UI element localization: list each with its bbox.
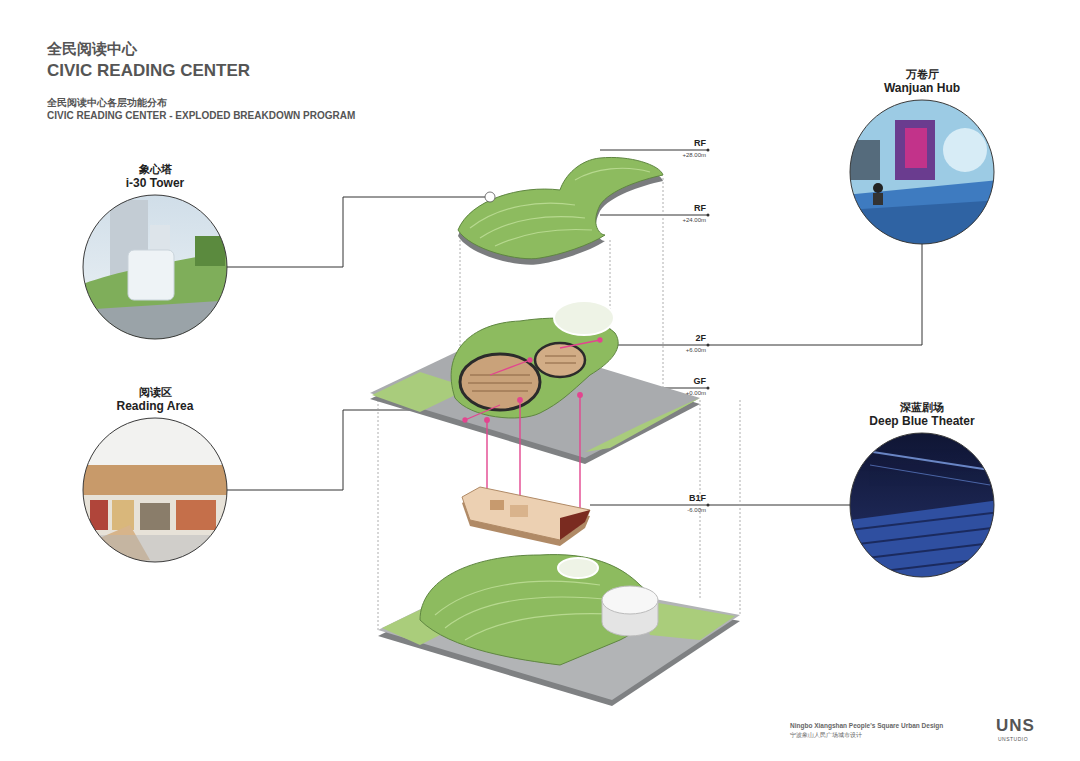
base-level xyxy=(378,555,740,706)
level-name: RF xyxy=(694,203,706,213)
roof-level xyxy=(458,157,663,264)
leader-lines xyxy=(227,150,922,505)
photo-circle: 阅读区Reading Area xyxy=(65,386,245,564)
project-name: 宁波象山人民广场城市设计 xyxy=(790,732,862,739)
circle-border xyxy=(83,418,227,562)
level-elevation: +28.00m xyxy=(682,152,706,159)
reading-area-photo xyxy=(80,415,230,565)
circle-border xyxy=(83,195,227,339)
circle-heading-en: Deep Blue Theater xyxy=(832,414,1012,428)
circle-heading-en: i-30 Tower xyxy=(65,176,245,190)
section-heading: 全民阅读中心各层功能分布 xyxy=(47,97,167,109)
level-name: 2F xyxy=(695,333,706,343)
level-name: B1F xyxy=(689,493,706,503)
section-heading: CIVIC READING CENTER - EXPLODED BREAKDOW… xyxy=(47,110,355,122)
circle-heading-cn: 深蓝剧场 xyxy=(832,401,1012,414)
circle-heading-en: Wanjuan Hub xyxy=(832,81,1012,95)
photo-circle: 深蓝剧场Deep Blue Theater xyxy=(832,401,1012,579)
circle-heading-cn: 万卷厅 xyxy=(832,68,1012,81)
basement-level xyxy=(462,487,590,546)
level-name: RF xyxy=(694,138,706,148)
circle-heading-en: Reading Area xyxy=(65,399,245,413)
logo-subtext: UNSTUDIO xyxy=(998,737,1028,743)
level-elevation: +6.00m xyxy=(686,347,706,354)
level-elevation: +0.00m xyxy=(686,390,706,397)
logo: UNS xyxy=(996,716,1035,736)
level-elevation: -6.00m xyxy=(687,507,706,514)
project-name: Ningbo Xiangshan People's Square Urban D… xyxy=(790,722,943,729)
circle-border xyxy=(850,100,994,244)
theater-photo xyxy=(845,430,1000,585)
tower-photo xyxy=(80,190,235,340)
leader-dots xyxy=(707,149,710,507)
subtitle: CIVIC READING CENTER xyxy=(47,61,250,81)
circle-heading-cn: 象心塔 xyxy=(65,163,245,176)
circle-heading-cn: 阅读区 xyxy=(65,386,245,399)
circle-border xyxy=(850,433,994,577)
photo-circle: 万卷厅Wanjuan Hub xyxy=(832,68,1012,246)
wanjuan-hub-photo xyxy=(845,95,1000,250)
photo-circle: 象心塔i-30 Tower xyxy=(65,163,245,341)
title: 全民阅读中心 xyxy=(47,40,137,57)
level-elevation: +24.00m xyxy=(682,217,706,224)
ground-level xyxy=(370,301,700,464)
level-name: GF xyxy=(694,376,707,386)
